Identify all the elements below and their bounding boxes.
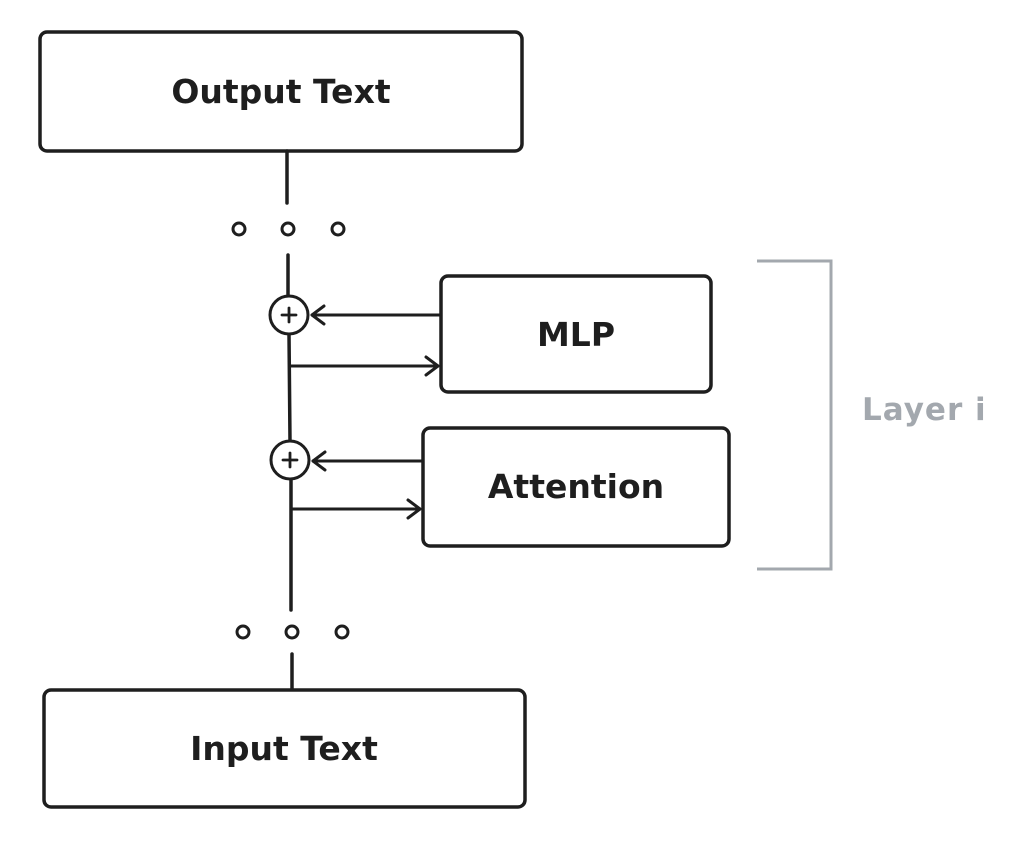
attention-rect xyxy=(421,426,731,548)
input-text-rect xyxy=(42,688,527,809)
ellipsis-dot xyxy=(235,624,251,640)
input-text-box: Input Text xyxy=(42,688,527,809)
ellipsis-dot xyxy=(231,221,247,237)
mlp-output-arrow xyxy=(310,304,443,326)
attention-residual-add-node xyxy=(269,439,311,481)
mlp-rect xyxy=(439,274,713,394)
attention-label: Attention xyxy=(488,467,664,506)
attention-box: Attention xyxy=(421,426,731,548)
input-text-label: Input Text xyxy=(190,729,378,768)
attention-input-arrow xyxy=(289,498,422,520)
ellipsis-dot xyxy=(334,624,350,640)
output-text-rect xyxy=(38,30,524,153)
mlp-box: MLP xyxy=(439,274,713,394)
top-ellipsis-dots xyxy=(231,221,346,237)
bottom-ellipsis-dots xyxy=(235,624,350,640)
mlp-residual-add-node xyxy=(268,294,310,336)
mlp-input-arrow xyxy=(288,355,440,377)
mlp-label: MLP xyxy=(537,315,615,354)
residual-wire-middle xyxy=(287,332,292,443)
layer-bracket xyxy=(757,259,833,571)
layer-label: Layer i xyxy=(862,392,987,428)
ellipsis-dot xyxy=(284,624,300,640)
output-text-box: Output Text xyxy=(38,30,524,153)
ellipsis-dot xyxy=(330,221,346,237)
output-text-label: Output Text xyxy=(171,72,390,111)
ellipsis-dot xyxy=(280,221,296,237)
attention-output-arrow xyxy=(311,450,425,472)
